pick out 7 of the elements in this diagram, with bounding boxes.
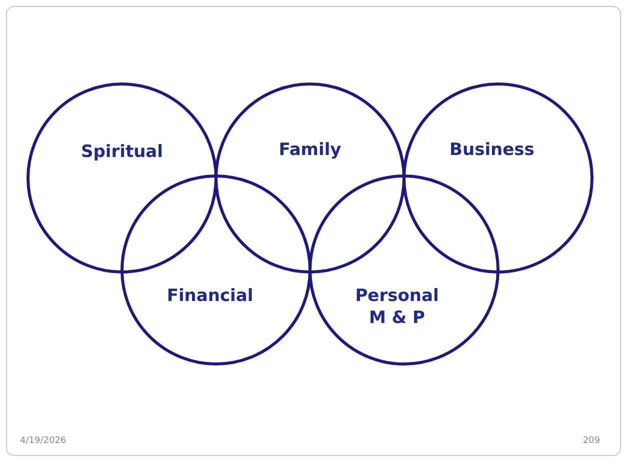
page-number: 209 [582, 436, 600, 446]
circle-label: Business [448, 139, 536, 161]
circle-label: Financial [166, 285, 254, 307]
circle-label: Family [278, 139, 342, 161]
circle-label: Personal M & P [354, 285, 440, 329]
circle-label: Spiritual [80, 141, 164, 163]
date-text: 4/19/2026 [20, 436, 66, 446]
